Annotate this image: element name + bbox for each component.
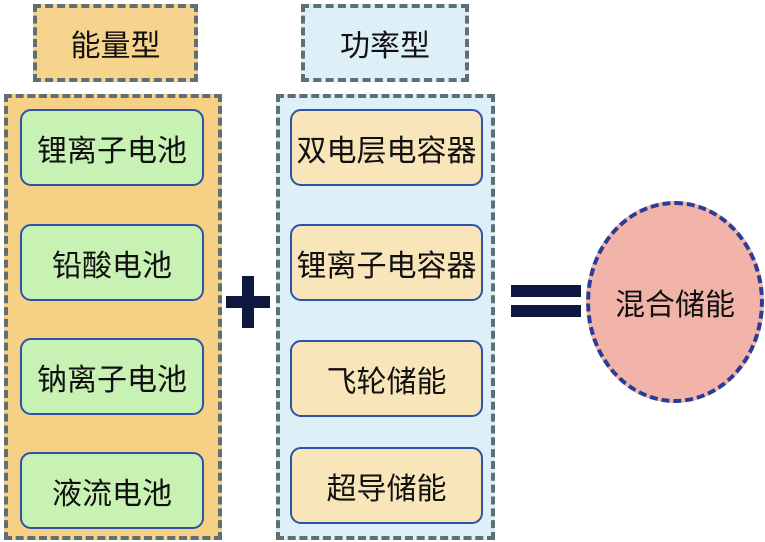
hybrid-energy-storage-node: 混合储能 <box>586 201 764 403</box>
energy-item-lead-acid-battery: 铅酸电池 <box>20 224 204 301</box>
power-item-flywheel-storage: 飞轮储能 <box>290 340 483 417</box>
energy-item-label: 钠离子电池 <box>37 362 187 398</box>
equals-icon <box>511 285 581 317</box>
power-item-label: 超导储能 <box>326 471 447 507</box>
energy-item-flow-battery: 液流电池 <box>20 452 204 529</box>
plus-icon <box>226 276 270 328</box>
power-item-lithium-ion-capacitor: 锂离子电容器 <box>290 224 483 301</box>
power-item-label: 飞轮储能 <box>326 364 447 400</box>
power-type-header-label: 功率型 <box>340 29 430 64</box>
power-type-header: 功率型 <box>301 4 469 82</box>
energy-item-label: 铅酸电池 <box>52 248 172 284</box>
energy-item-label: 锂离子电池 <box>37 133 187 169</box>
energy-type-header-label: 能量型 <box>70 29 161 64</box>
power-item-double-layer-capacitor: 双电层电容器 <box>290 109 483 186</box>
energy-type-header: 能量型 <box>33 4 198 82</box>
power-item-label: 双电层电容器 <box>296 133 477 169</box>
hybrid-energy-storage-label: 混合储能 <box>615 288 735 323</box>
power-item-superconducting-storage: 超导储能 <box>290 447 483 524</box>
energy-item-sodium-ion-battery: 钠离子电池 <box>20 338 204 415</box>
energy-item-label: 液流电池 <box>52 476 172 512</box>
energy-item-lithium-ion-battery: 锂离子电池 <box>20 109 204 186</box>
power-item-label: 锂离子电容器 <box>296 248 477 284</box>
